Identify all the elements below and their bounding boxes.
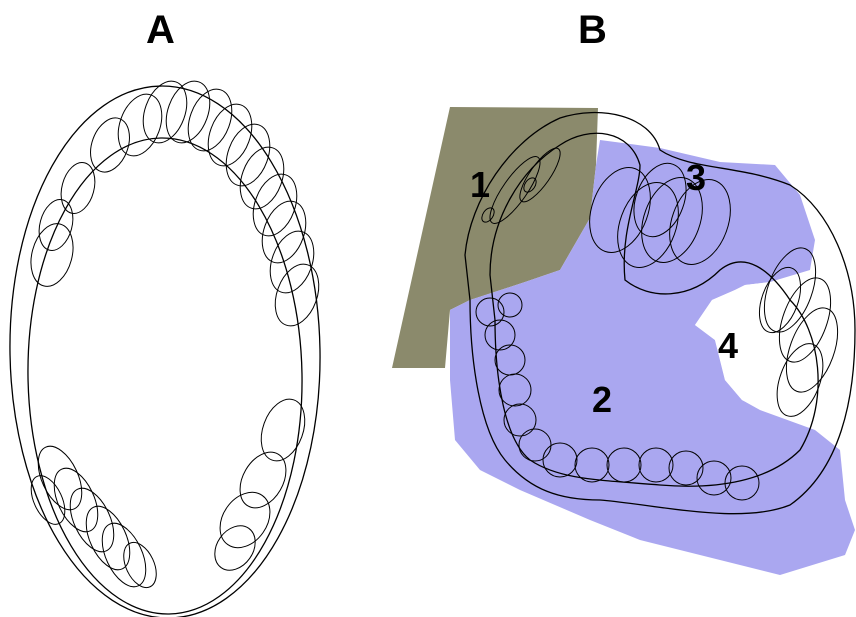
ring-outer-outline <box>5 83 324 617</box>
region-4-label: 4 <box>718 325 738 366</box>
ring-inner-outline <box>24 136 306 617</box>
ellipse-chain-top-right <box>84 75 327 332</box>
panel-a-ring-diagram <box>5 75 326 617</box>
region-3-label: 3 <box>686 157 706 198</box>
ellipse-chain-upper-left <box>24 159 100 291</box>
region-2-label: 2 <box>592 379 612 420</box>
region-1-label: 1 <box>470 164 490 205</box>
